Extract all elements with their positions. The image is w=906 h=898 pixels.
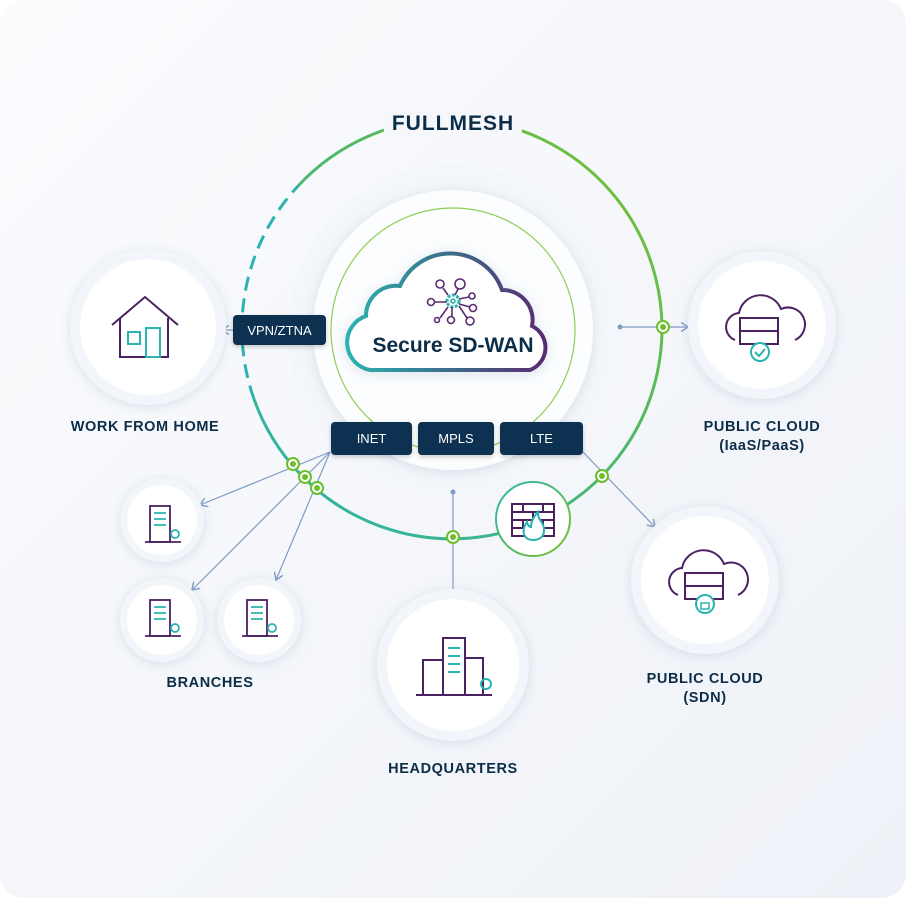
branches-label: BRANCHES: [166, 675, 254, 691]
iaas-label: PUBLIC CLOUD (IaaS/PaaS): [704, 418, 821, 456]
sdn-label-line1: PUBLIC CLOUD: [646, 671, 764, 687]
hq-label: HEADQUARTERS: [388, 761, 518, 777]
inet-badge: INET: [331, 422, 412, 455]
branch-building-icon: [145, 599, 181, 637]
branch-building-icon: [242, 599, 278, 637]
secure-sdwan-cloud: [345, 251, 548, 372]
fullmesh-ring-dashed: [240, 184, 300, 400]
junction-dots: [286, 320, 670, 544]
cloud-server-lock-icon: [668, 549, 749, 614]
mpls-badge: MPLS: [418, 422, 494, 455]
arrow-to-sdn: [582, 451, 655, 527]
iaas-label-line2: (IaaS/PaaS): [719, 438, 805, 454]
house-icon: [111, 295, 179, 358]
core-label: Secure SD-WAN: [372, 334, 534, 357]
branch-node-1: [127, 485, 197, 555]
sdn-label-line2: (SDN): [683, 690, 727, 706]
branch-node-3: [224, 585, 294, 655]
cloud-server-check-icon: [725, 294, 806, 362]
vpn-ztna-badge: VPN/ZTNA: [233, 315, 326, 345]
headquarters-building-icon: [416, 637, 492, 696]
branch-node-2: [127, 585, 197, 655]
firewall-icon: [495, 481, 571, 557]
sdn-label: PUBLIC CLOUD (SDN): [647, 670, 764, 708]
lte-badge: LTE: [500, 422, 583, 455]
arrow-to-branch-3: [276, 451, 331, 580]
branch-building-icon: [145, 505, 181, 543]
arrow-to-branch-1: [200, 451, 331, 505]
network-gear-icon: [426, 278, 478, 326]
fullmesh-title: FULLMESH: [383, 112, 523, 136]
iaas-label-line1: PUBLIC CLOUD: [703, 419, 821, 435]
wfh-label: WORK FROM HOME: [70, 419, 220, 435]
